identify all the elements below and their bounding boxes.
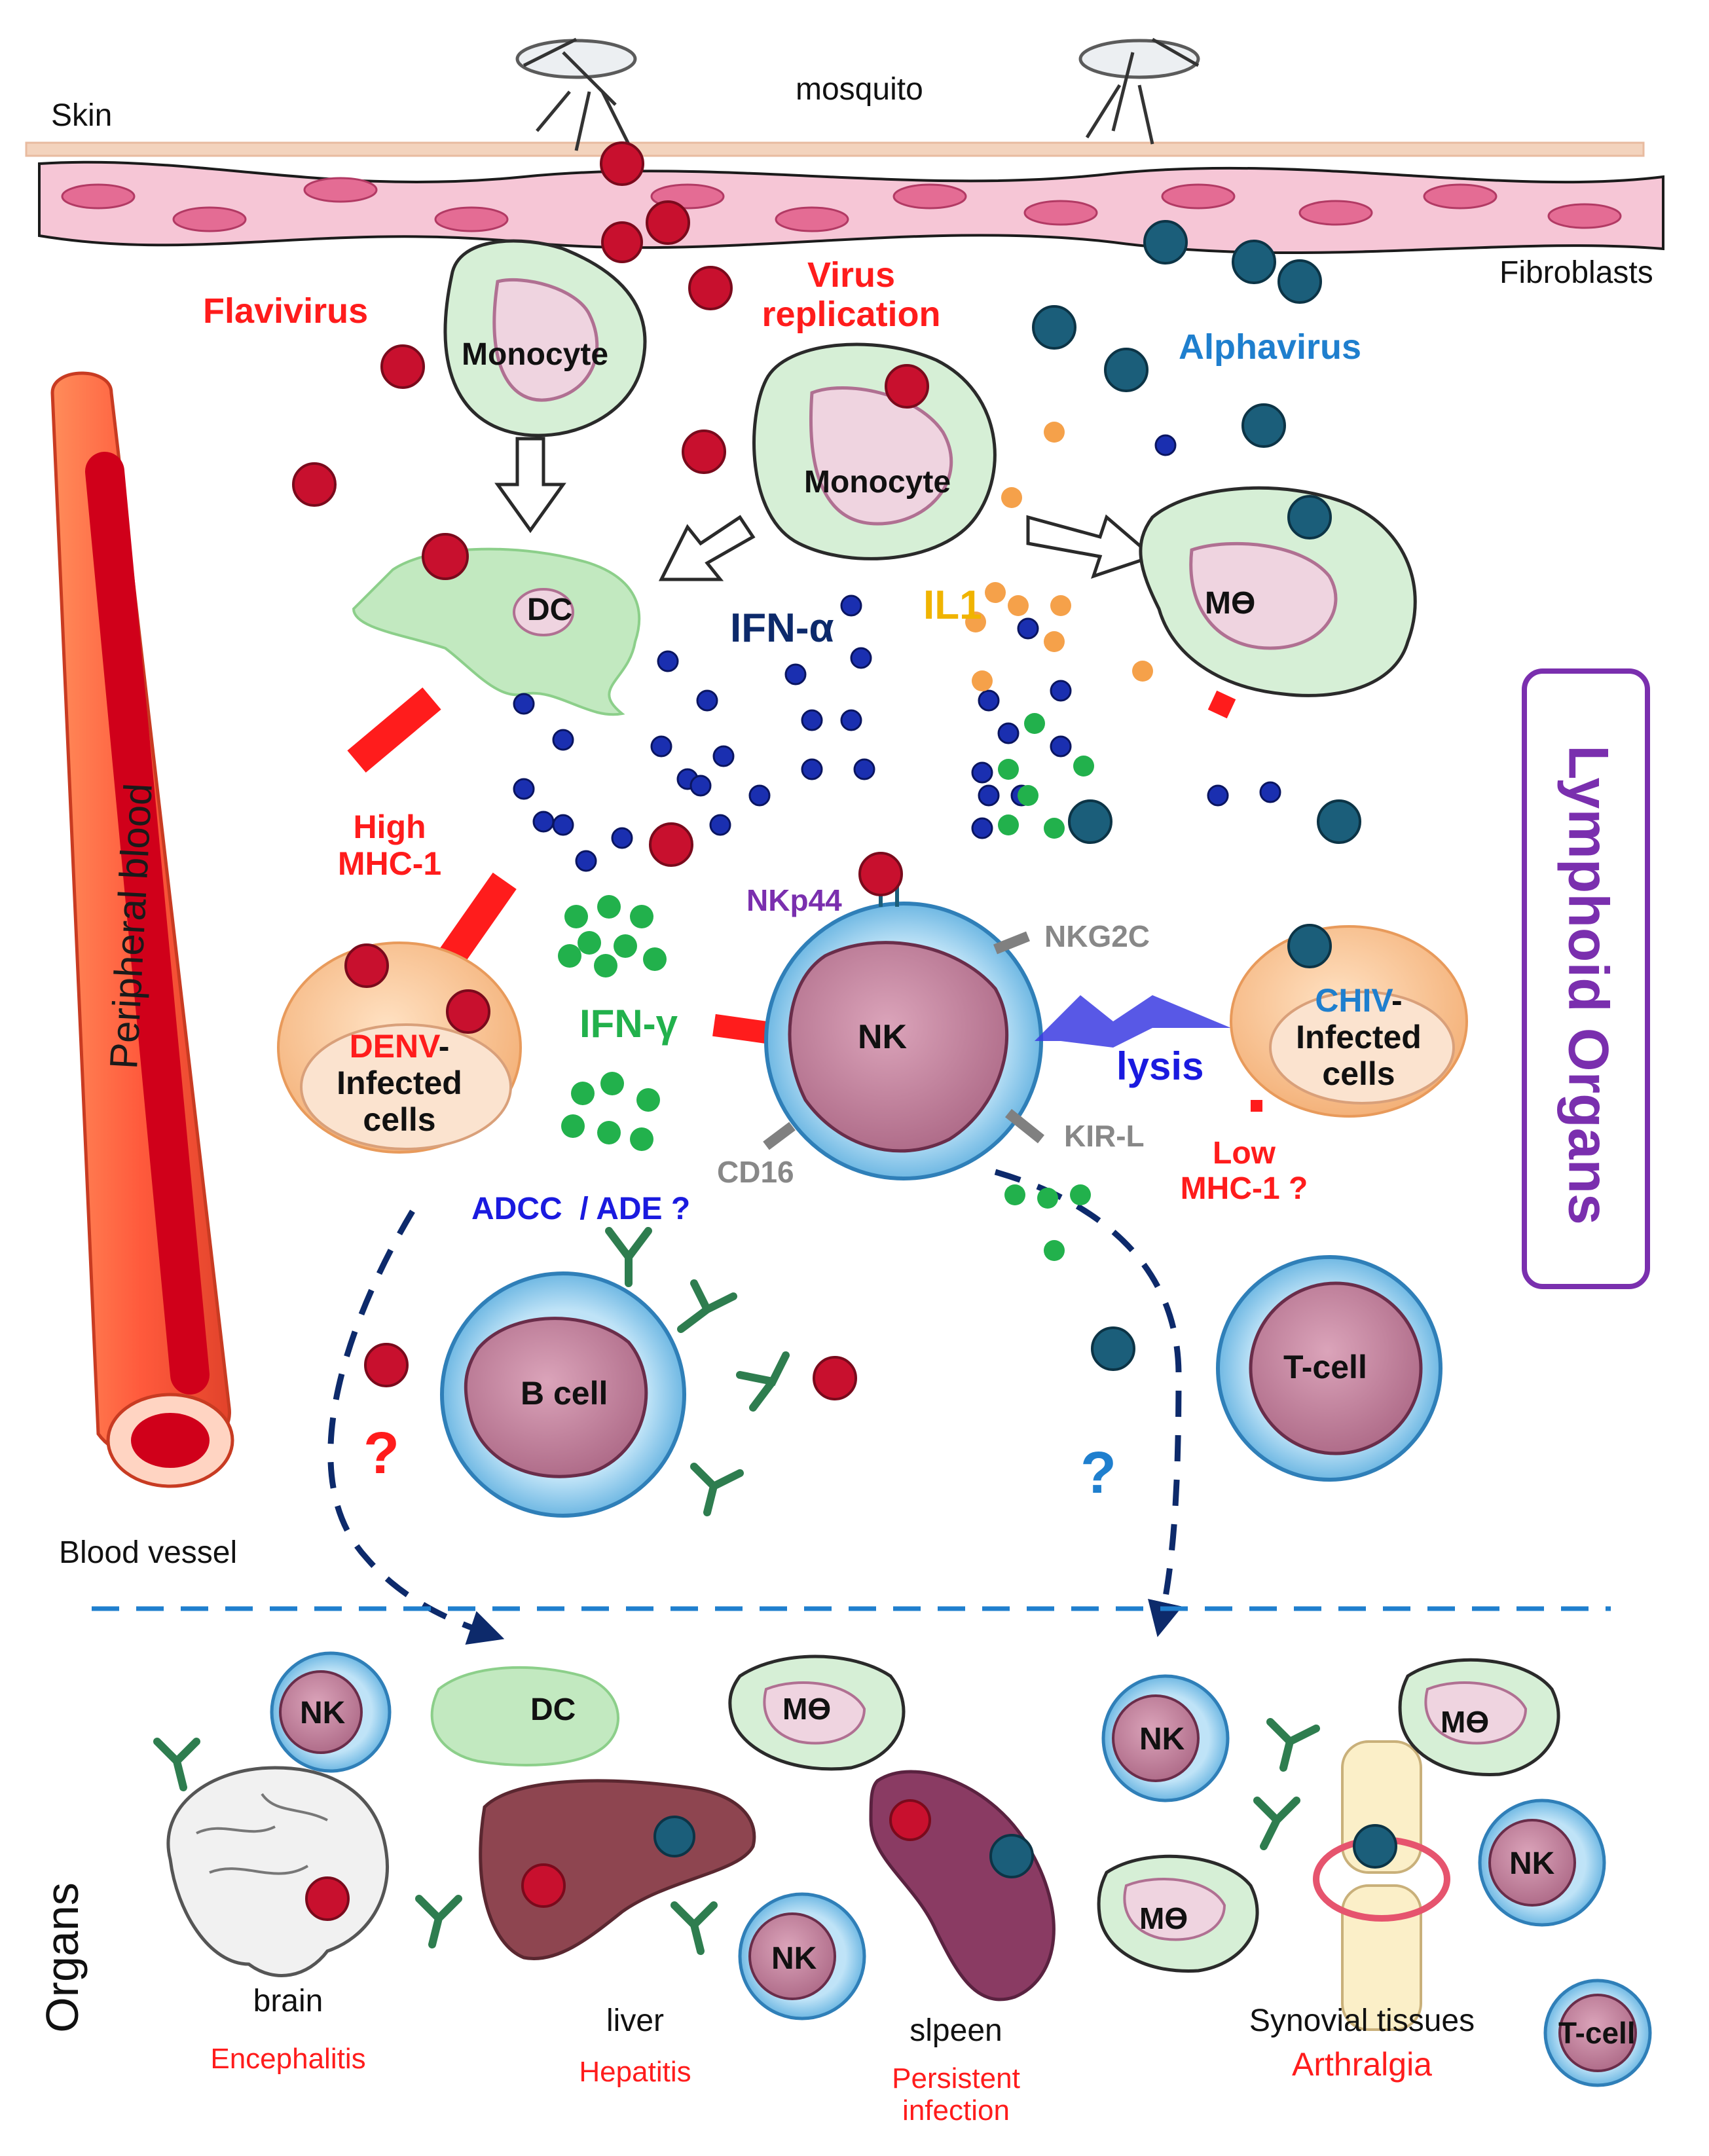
mosquito-icon-right <box>1078 37 1200 145</box>
mosquito-label: mosquito <box>796 72 923 107</box>
macrophage-organ-1 <box>728 1654 906 1771</box>
encephalitis-label: Encephalitis <box>210 2043 366 2075</box>
antibody-icons <box>153 1227 1320 1955</box>
low-mhc1-label: Low MHC-1 ? <box>1180 1136 1308 1206</box>
fibroblasts-label: Fibroblasts <box>1499 255 1653 290</box>
nk-label-organ-1: NK <box>300 1696 346 1730</box>
brain-label: brain <box>253 1984 323 2019</box>
migration-arrows <box>327 1169 1183 1645</box>
t-cell-mid <box>1216 1255 1443 1482</box>
skin-label: Skin <box>51 98 113 133</box>
blood-vessel <box>50 371 234 1488</box>
monocyte-label-2: Monocyte <box>804 465 951 500</box>
nk-cell-organ-3 <box>1101 1674 1230 1802</box>
macrophage-organ-2 <box>1398 1658 1560 1776</box>
synovial-tissues-label: Synovial tissues <box>1249 2003 1475 2038</box>
synovial-joint-organ <box>1313 1740 1450 2031</box>
liver-label: liver <box>606 2003 664 2038</box>
nk-cell-organ-1 <box>270 1651 392 1773</box>
flavivirus-label: Flavivirus <box>203 291 369 331</box>
dc-label-top: DC <box>527 593 573 627</box>
ifn-gamma-dots <box>558 713 1094 1261</box>
blood-vessel-label: Blood vessel <box>59 1535 238 1570</box>
nk-cell-center <box>763 877 1044 1180</box>
macrophage-organ-3 <box>1097 1854 1259 1973</box>
monocyte-cell-top <box>443 239 647 437</box>
nk-label-organ-4: NK <box>1509 1846 1555 1881</box>
chiv-prefix: CHIV <box>1315 982 1392 1019</box>
lymphoid-organs-box <box>1522 668 1650 1289</box>
high-mhc1-label: High MHC-1 <box>337 809 442 882</box>
lymphoid-organs-label: Lymphoid Organs <box>1556 745 1620 1225</box>
liver-organ <box>479 1779 756 1960</box>
nk-cell-organ-2 <box>738 1892 866 2020</box>
chiv-infected-label: CHIV- Infected cells <box>1283 982 1434 1092</box>
monocyte-label-1: Monocyte <box>462 337 609 372</box>
denv-infected-label: DENV- Infected cells <box>321 1028 478 1138</box>
t-cell-label-bottom: T-cell <box>1558 2016 1636 2050</box>
dc-organ <box>430 1666 619 1766</box>
skin-layer <box>25 141 1645 157</box>
dc-label-organ: DC <box>530 1692 576 1727</box>
nkg2c-label: NKG2C <box>1044 919 1150 953</box>
macrophage-label-organ-3: Mϴ <box>1139 1901 1188 1935</box>
lysis-bolt-icon <box>1035 995 1231 1048</box>
macrophage-label-organ-2: Mϴ <box>1441 1705 1490 1739</box>
monocyte-cell-center <box>752 342 997 560</box>
nkp44-label: NKp44 <box>746 883 842 917</box>
ifn-alpha-dots <box>513 434 1281 872</box>
b-cell-label: B cell <box>521 1375 608 1412</box>
cd16-label: CD16 <box>717 1155 794 1189</box>
denv-prefix: DENV <box>349 1028 439 1065</box>
spleen-label: slpeen <box>910 2013 1002 2048</box>
t-cell-label-mid: T-cell <box>1283 1349 1367 1385</box>
alphavirus-label: Alphavirus <box>1179 327 1362 367</box>
t-cell-bottom <box>1543 1979 1652 2087</box>
fibroblast-band <box>38 160 1664 255</box>
chiv-suffix: - Infected cells <box>1296 982 1422 1092</box>
nk-label-center: NK <box>858 1018 908 1056</box>
dendritic-cell-top <box>352 547 641 716</box>
ifn-gamma-label: IFN-γ <box>579 1002 678 1046</box>
macrophage-label-top: Mϴ <box>1205 586 1256 621</box>
differentiation-arrows <box>494 437 1156 581</box>
denv-suffix: - Infected cells <box>337 1028 462 1138</box>
flavivirus-particles <box>292 141 931 1921</box>
nk-label-organ-2: NK <box>771 1941 817 1976</box>
nk-cell-organ-4 <box>1478 1799 1606 1927</box>
arthralgia-label: Arthralgia <box>1292 2046 1432 2083</box>
organs-label: Organs <box>37 1882 88 2033</box>
nk-label-organ-3: NK <box>1139 1722 1185 1757</box>
virus-replication-label: Virus replication <box>762 255 941 335</box>
chiv-infected-cell <box>1230 925 1468 1118</box>
brain-organ <box>166 1766 389 1977</box>
lysis-label: lysis <box>1116 1044 1204 1088</box>
question-red-label: ? <box>363 1421 399 1486</box>
macrophage-label-organ-1: Mϴ <box>782 1692 832 1726</box>
ifn-alpha-label: IFN-α <box>730 606 834 651</box>
question-blue-label: ? <box>1080 1440 1116 1506</box>
hepatitis-label: Hepatitis <box>579 2056 691 2088</box>
b-cell <box>440 1271 686 1518</box>
alphavirus-particles <box>653 220 1397 1878</box>
il1-label: IL1 <box>923 583 982 628</box>
persistent-infection-label: Persistent infection <box>892 2062 1020 2127</box>
macrophage-cell-top <box>1139 486 1417 719</box>
mosquito-icon-left <box>515 37 637 151</box>
il1-dots <box>965 422 1153 691</box>
adcc-ade-label: ADCC / ADE ? <box>471 1192 691 1226</box>
kir-l-label: KIR-L <box>1064 1119 1145 1153</box>
